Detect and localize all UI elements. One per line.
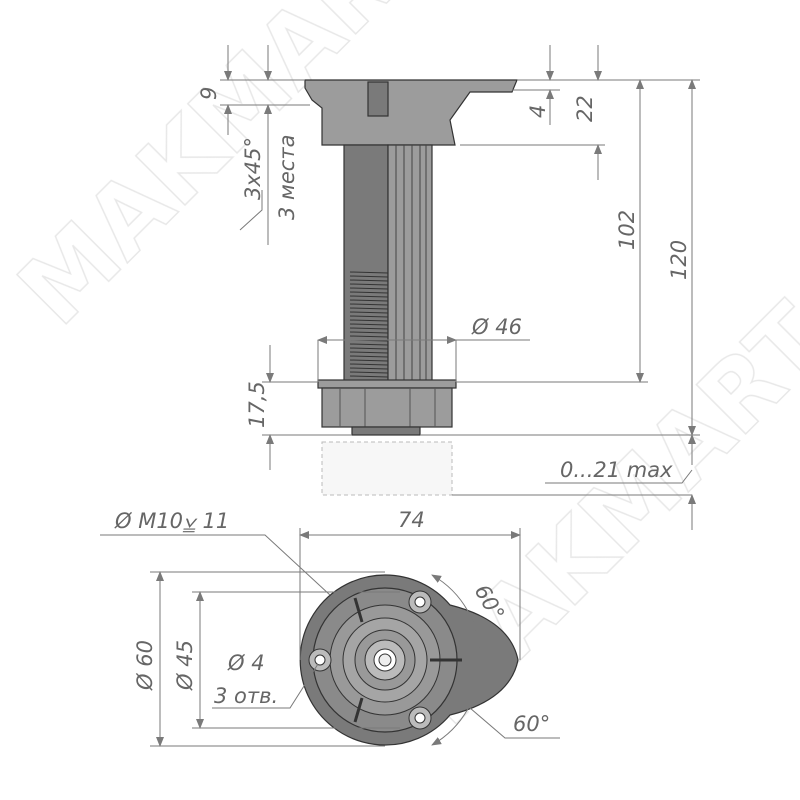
- leg-side-view: [304, 79, 518, 496]
- svg-text:3 отв.: 3 отв.: [214, 684, 278, 708]
- thread-line: [349, 331, 389, 334]
- svg-text:Ø 45: Ø 45: [173, 640, 197, 691]
- thread-line: [349, 271, 389, 274]
- thread-line: [349, 355, 389, 358]
- thread-line: [349, 375, 389, 378]
- svg-text:0...21 max: 0...21 max: [560, 458, 673, 482]
- thread-line: [349, 287, 389, 290]
- bottom-dimensions: 74 Ø M10⩣ 11 Ø 60 Ø 45 Ø 4 3 отв. 60° 60…: [100, 508, 560, 747]
- side-dimensions: 9 3x45° 3 места 4 22 102 120 Ø 46 17,5 0…: [197, 45, 700, 530]
- svg-text:Ø 60: Ø 60: [133, 640, 157, 691]
- thread-line: [349, 323, 389, 326]
- thread-line: [349, 367, 389, 370]
- svg-text:3 места: 3 места: [275, 135, 299, 220]
- thread-line: [349, 283, 389, 286]
- leg-bottom-view: [299, 574, 519, 746]
- thread-line: [349, 343, 389, 346]
- thread-line: [349, 295, 389, 298]
- thread-line: [349, 291, 389, 294]
- svg-text:22: 22: [573, 95, 597, 122]
- thread-line: [349, 315, 389, 318]
- thread-line: [349, 351, 389, 354]
- thread-line: [349, 303, 389, 306]
- svg-text:17,5: 17,5: [245, 381, 269, 428]
- svg-text:4: 4: [526, 105, 550, 118]
- svg-text:Ø M10⩣ 11: Ø M10⩣ 11: [114, 509, 229, 533]
- thread-line: [349, 279, 389, 282]
- thread-line: [349, 307, 389, 310]
- svg-text:74: 74: [398, 508, 425, 532]
- thread-line: [349, 363, 389, 366]
- svg-text:102: 102: [615, 210, 639, 250]
- thread-line: [349, 359, 389, 362]
- svg-text:Ø 4: Ø 4: [227, 651, 265, 675]
- thread-line: [349, 275, 389, 278]
- thread-line: [349, 327, 389, 330]
- svg-text:120: 120: [667, 240, 691, 280]
- svg-text:60°: 60°: [513, 712, 550, 736]
- thread-line: [349, 347, 389, 350]
- thread-line: [349, 371, 389, 374]
- thread-line: [349, 299, 389, 302]
- svg-text:9: 9: [197, 87, 221, 100]
- svg-text:3x45°: 3x45°: [241, 137, 265, 200]
- svg-text:Ø 46: Ø 46: [471, 315, 522, 339]
- thread-line: [349, 319, 389, 322]
- thread-line: [349, 311, 389, 314]
